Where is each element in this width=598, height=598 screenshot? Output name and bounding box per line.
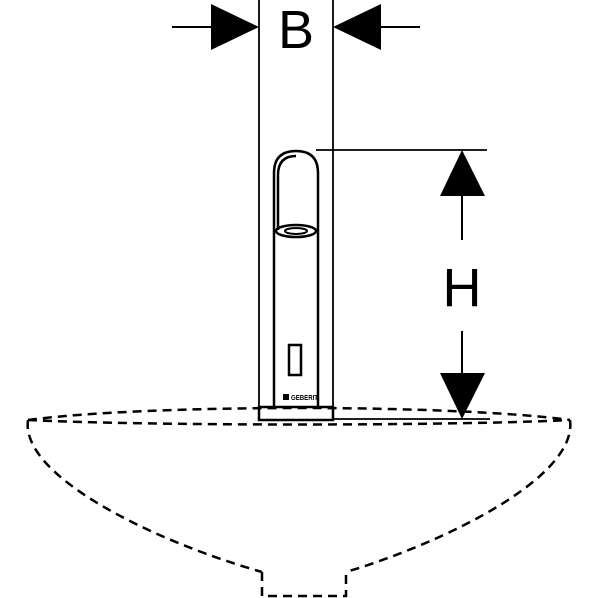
- faucet-outlet-inner: [284, 227, 308, 235]
- faucet-base-plate: [257, 405, 335, 422]
- washbasin-outline: [26, 406, 572, 598]
- width-label: B: [278, 0, 314, 60]
- width-dimension: B: [172, 0, 420, 408]
- faucet-brand-plate: GEBERIT: [283, 394, 319, 402]
- width-arrow-right-head: [333, 4, 381, 50]
- height-arrow-top-head: [440, 150, 485, 196]
- basin-bowl: [26, 419, 572, 574]
- faucet-outlet: [274, 223, 318, 239]
- basin-rim-front: [27, 418, 571, 426]
- faucet-body-inner-edge: [276, 154, 297, 230]
- height-arrow-bottom-head: [440, 373, 485, 419]
- brand-label: GEBERIT: [291, 395, 319, 402]
- basin-drain: [260, 572, 348, 598]
- width-arrow-left-head: [211, 4, 259, 50]
- faucet-sensor-window: [287, 343, 303, 377]
- faucet-body: [272, 149, 320, 406]
- brand-logo-icon: [283, 394, 289, 400]
- height-label: H: [443, 258, 482, 318]
- height-dimension: H: [316, 149, 490, 420]
- faucet: [257, 149, 335, 422]
